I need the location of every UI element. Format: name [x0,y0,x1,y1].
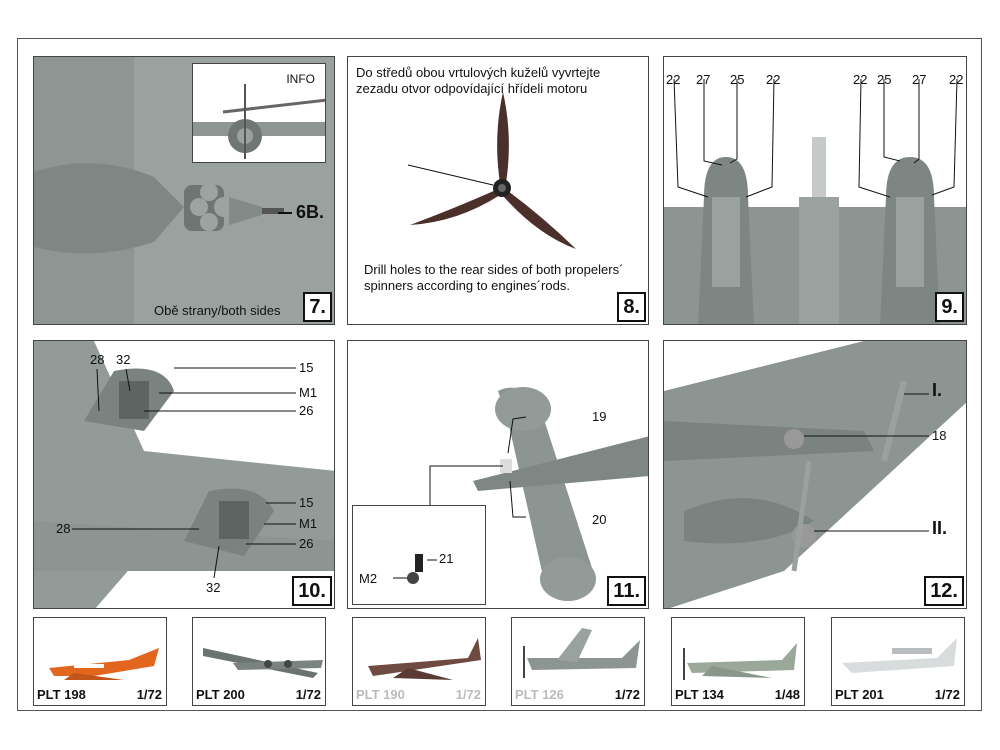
tail-assembly-illustration [429,387,648,601]
s10-label-bot-28: 28 [56,521,71,536]
s10-label-bot-M1: M1 [299,516,318,531]
product-scale: 1/72 [614,687,640,702]
step-8-text-cz: Do středů obou vrtulových kuželů vyvrtej… [356,65,601,96]
s11-label-20: 20 [592,512,607,527]
s10-label-top-M1: M1 [299,385,318,400]
product-code: PLT 190 [356,687,405,702]
s9-left-label-1: 22 [666,72,681,87]
trainer-jet-image [49,648,159,680]
info-inset: INFO [192,63,326,163]
step-10-number: 10. [292,576,332,606]
step-7-panel: INFO 6B. Obě strany/both sides 7. [33,56,335,325]
s9-left-label-3: 25 [730,72,745,87]
step-11-number: 11. [607,576,646,606]
step-7-caption: Obě strany/both sides [154,303,281,318]
flying-boat-image [842,638,957,673]
product-card[interactable]: PLT 126 1/72 [511,617,645,706]
wing-assembly-illustration [34,341,334,608]
step-9-panel: 22 27 25 22 22 25 27 22 9. [663,56,967,325]
product-scale: 1/72 [136,687,162,702]
s12-label-II: II. [932,518,948,538]
step-11-panel: 21 M2 19 20 11. [347,340,649,609]
prop-fighter-image [523,628,640,678]
product-code: PLT 201 [835,687,884,702]
s10-label-bot-26: 26 [299,536,314,551]
product-card[interactable]: PLT 201 1/72 [831,617,965,706]
product-card[interactable]: PLT 190 1/72 [352,617,486,706]
product-code: PLT 134 [675,687,724,702]
s10-label-bot-15: 15 [299,495,314,510]
jet-fighter-image [368,638,481,680]
info-label: INFO [286,72,315,86]
step-12-panel: I. 18 II. 12. [663,340,967,609]
s10-label-top-26: 26 [299,403,314,418]
engine-inset-illustration [193,84,325,159]
step-12-number: 12. [924,576,964,606]
product-card[interactable]: PLT 134 1/48 [671,617,805,706]
s9-left-label-2: 27 [696,72,711,87]
product-code: PLT 126 [515,687,564,702]
product-card[interactable]: PLT 200 1/72 [192,617,326,706]
product-code: PLT 198 [37,687,86,702]
propeller-illustration [407,92,576,249]
s11-label-21: 21 [439,551,454,566]
step-7-number: 7. [303,292,332,322]
product-scale: 1/72 [934,687,960,702]
product-scale: 1/48 [774,687,800,702]
bomber-image [203,648,323,678]
step-8-number: 8. [617,292,646,322]
s12-label-I: I. [932,380,943,400]
step-9-number: 9. [935,292,964,322]
s9-right-label-2: 25 [877,72,892,87]
s9-right-label-1: 22 [853,72,868,87]
s10-label-top-28: 28 [90,352,105,367]
sheet-frame [17,38,982,711]
s10-label-top-15: 15 [299,360,314,375]
m2-part-illustration [393,554,437,584]
propeller-fit-illustration [664,341,966,608]
callout-6b: 6B. [296,202,325,222]
s12-label-18: 18 [932,428,947,443]
s9-right-label-4: 22 [949,72,964,87]
navy-fighter-image [683,643,797,680]
product-card[interactable]: PLT 198 1/72 [33,617,167,706]
s11-label-19: 19 [592,409,607,424]
nacelle-illustration [664,78,966,324]
step-8-text-en: Drill holes to the rear sides of both pr… [364,262,624,293]
product-code: PLT 200 [196,687,245,702]
product-scale: 1/72 [455,687,481,702]
s9-right-label-3: 27 [912,72,927,87]
step-8-panel: Do středů obou vrtulových kuželů vyvrtej… [347,56,649,325]
step-10-panel: 28 32 15 M1 26 15 28 M1 26 32 10. [33,340,335,609]
step-7-illustration [34,57,334,324]
s11-label-M2: M2 [359,571,378,586]
s10-label-bot-32: 32 [206,580,221,595]
m2-inset: 21 M2 [352,505,486,605]
s9-left-label-4: 22 [766,72,781,87]
s10-label-top-32: 32 [116,352,131,367]
product-scale: 1/72 [295,687,321,702]
